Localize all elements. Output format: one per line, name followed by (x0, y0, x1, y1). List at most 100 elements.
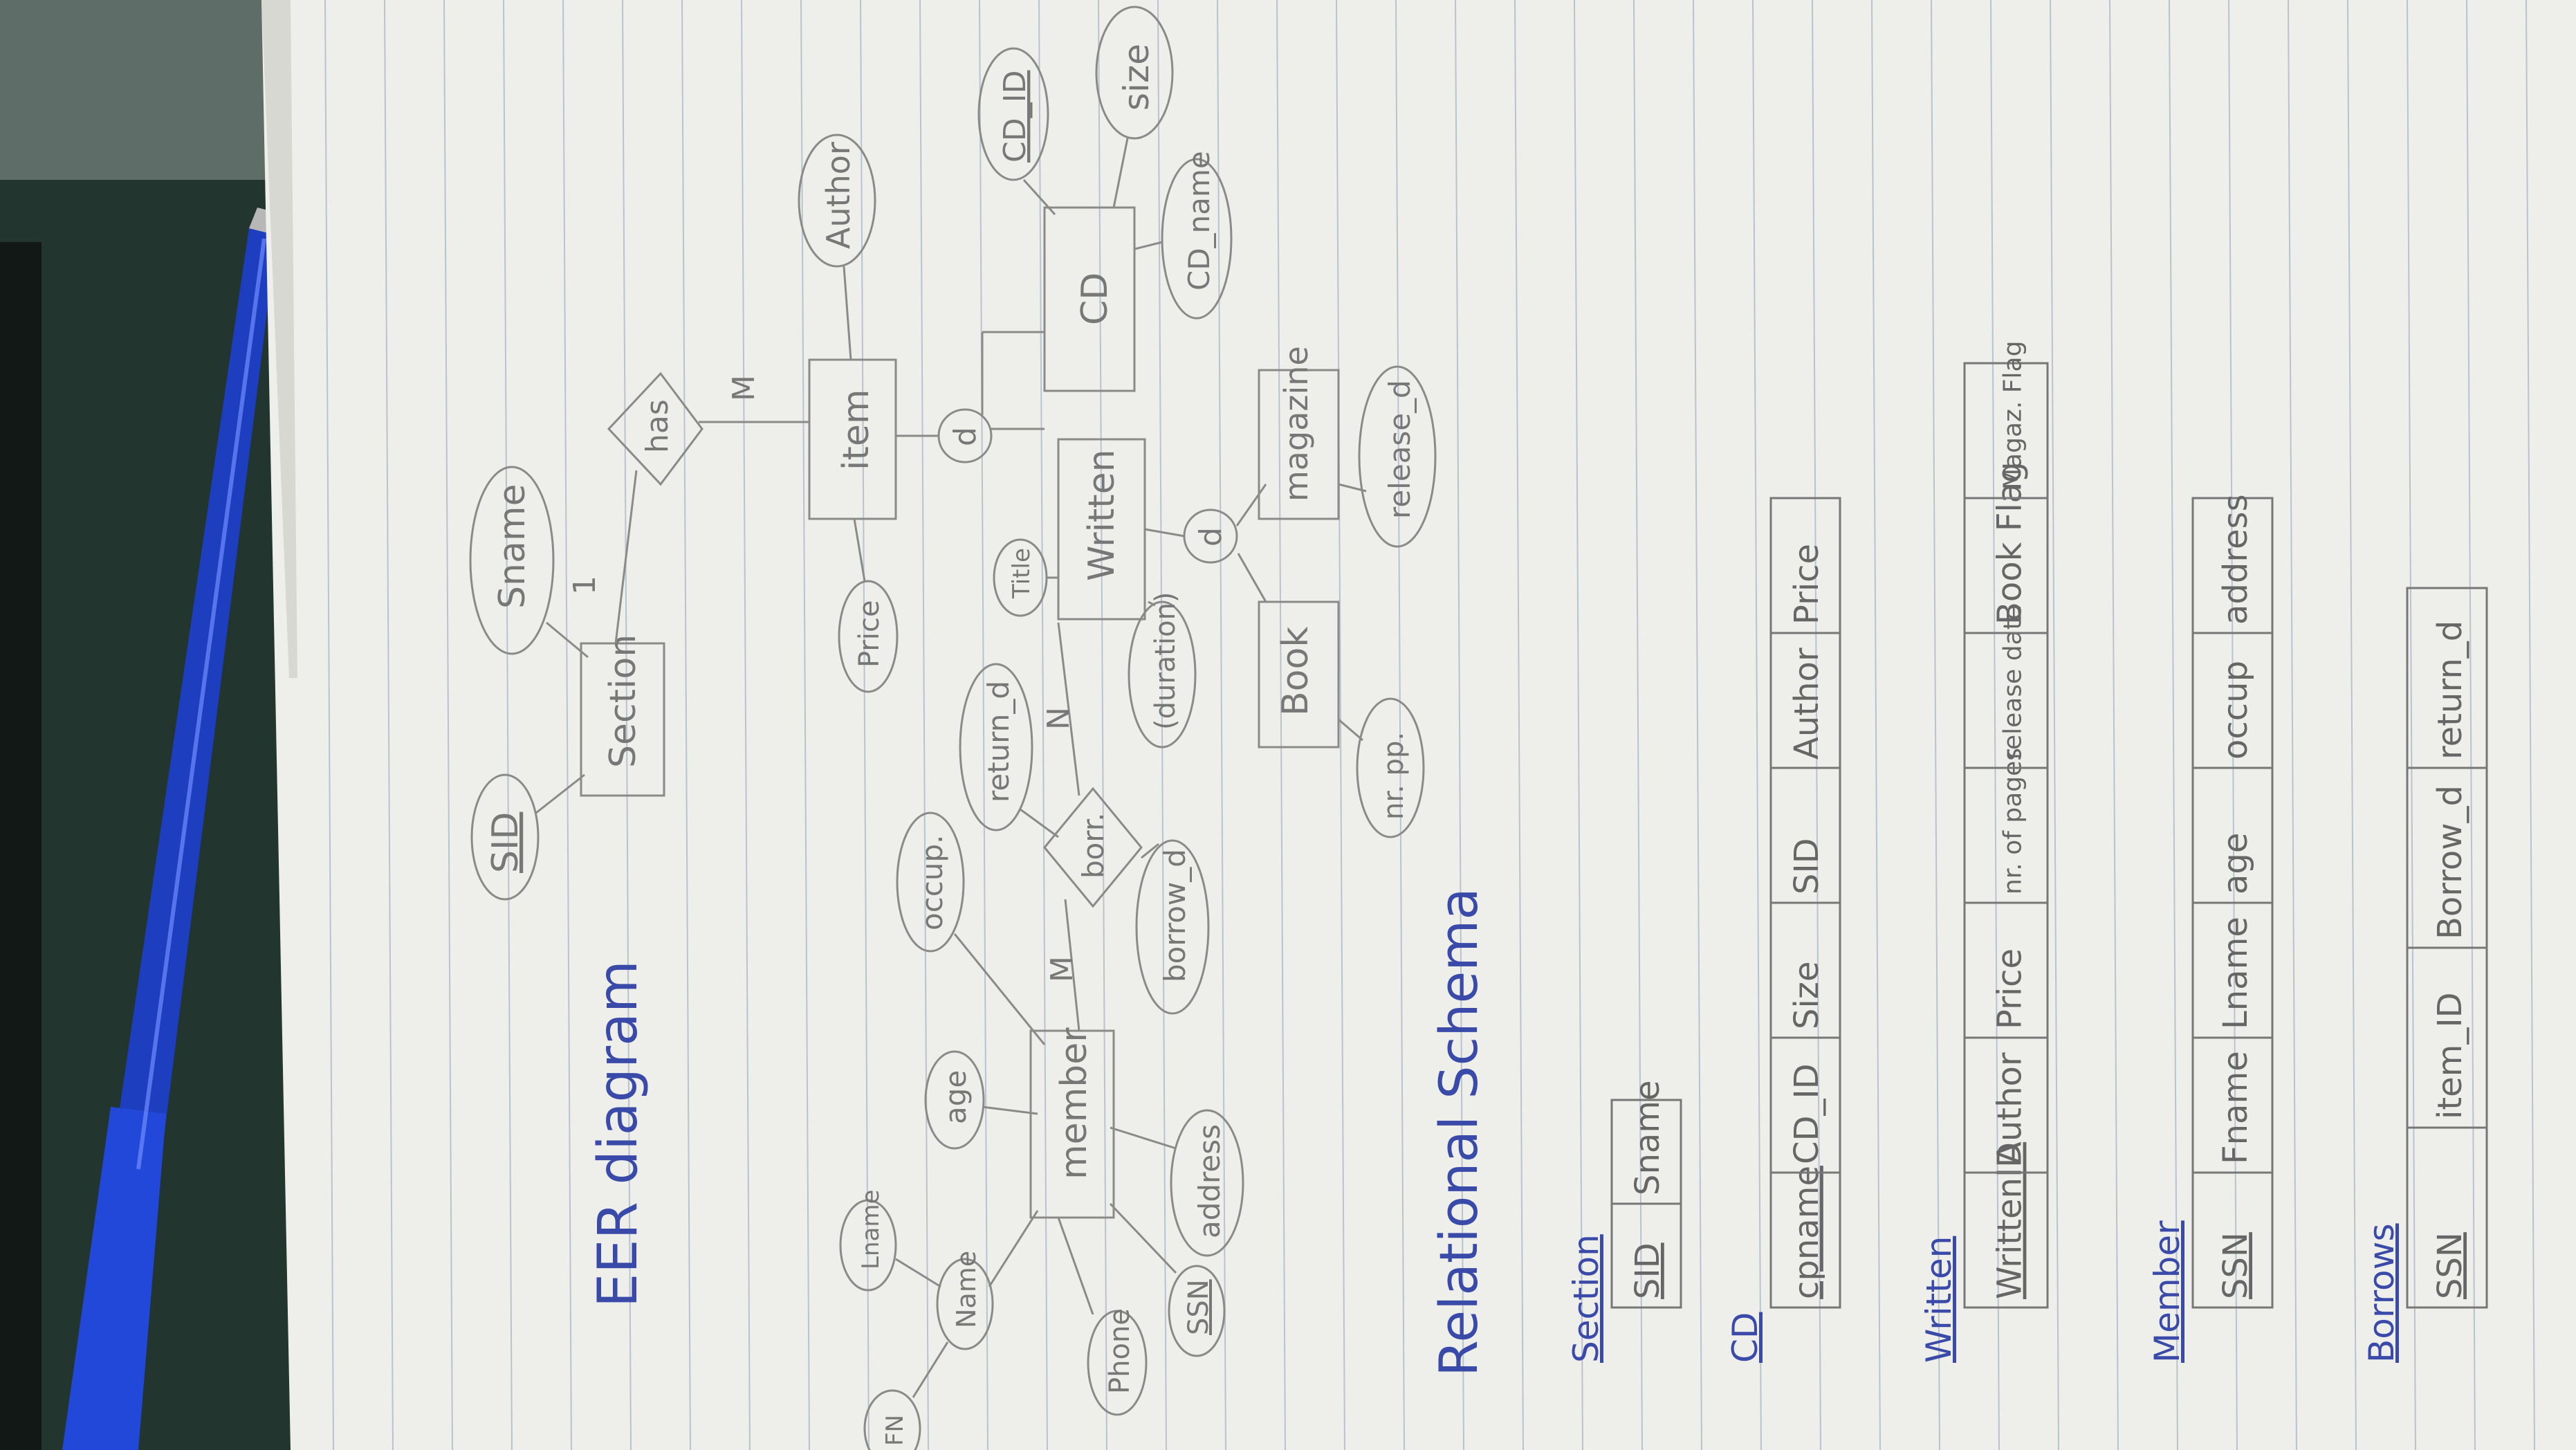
attr-sname-label: Sname (492, 484, 533, 609)
entity-written-label: Written (1081, 449, 1123, 581)
ruled-line (324, 0, 334, 1450)
disjoint-label-item: d (948, 427, 983, 446)
attr-address-label: address (1193, 1124, 1226, 1238)
schema-cell (1963, 362, 2049, 499)
attr-lname (839, 1199, 897, 1292)
attr-occup (896, 811, 965, 953)
attr-borrow-d (1135, 839, 1210, 1015)
attr-ssn (1168, 1265, 1226, 1357)
schema-column: Sname (1628, 1080, 1667, 1195)
eer-title: EER diagram (587, 960, 650, 1307)
attr-duration-label: (duration) (1150, 591, 1181, 730)
dark-strip (0, 242, 42, 1450)
schema-column: Price (1787, 544, 1826, 625)
attr-return-d (959, 663, 1033, 832)
blue-pen (62, 208, 277, 1450)
attr-age (924, 1050, 985, 1150)
schema-column: Size (1787, 961, 1826, 1029)
ruled-lines (324, 0, 2535, 1450)
ruled-line (1038, 0, 1048, 1450)
schema-column: release date (1999, 605, 2027, 760)
entity-member (1029, 1029, 1115, 1219)
ruled-line (681, 0, 691, 1450)
ruled-line (443, 0, 453, 1450)
schema-column: SSN (2431, 1232, 2469, 1299)
attr-nr-pages (1356, 697, 1425, 838)
attr-phone-label: Phone (1104, 1308, 1136, 1394)
schema-cell (1769, 497, 1841, 634)
ruled-line (622, 0, 632, 1450)
ruled-line (741, 0, 751, 1450)
ruled-line (919, 0, 929, 1450)
attr-price-label: Price (854, 600, 885, 668)
relationship-has (607, 371, 703, 486)
ruled-line (1574, 0, 1583, 1450)
entity-magazine-label: magazine (1278, 346, 1315, 502)
ruled-line (1455, 0, 1464, 1450)
entity-book (1258, 600, 1340, 749)
ruled-line (860, 0, 870, 1450)
schema-column: Author (1991, 1052, 2030, 1164)
ruled-line (2169, 0, 2178, 1450)
schema-column: item_ID (2431, 992, 2469, 1119)
schema-column: nr. of pages (1999, 748, 2027, 894)
attr-lname-label: Lname (857, 1190, 885, 1269)
schema-cell (1610, 1099, 1682, 1205)
ruled-line (2347, 0, 2357, 1450)
entity-section-label: Section (602, 634, 644, 768)
schema-title: Relational Schema (1428, 888, 1489, 1377)
schema-column: SSN (2216, 1232, 2255, 1299)
attr-occup-label: occup. (915, 834, 949, 930)
attr-cd-id (977, 47, 1049, 181)
schema-column: SID (1628, 1242, 1667, 1299)
schema-column: Author (1787, 648, 1826, 760)
attr-phone (1087, 1310, 1148, 1416)
entity-item-label: item (836, 389, 877, 470)
attr-size (1095, 6, 1174, 140)
schema-column: age (2216, 833, 2255, 894)
schema-table-name: Written (1919, 1236, 1959, 1363)
attr-address (1170, 1109, 1244, 1257)
schema-column: return_d (2431, 621, 2469, 760)
attr-release-d (1358, 365, 1437, 548)
eer-diagram: EER diagram Section SID Sname has 1 M it… (469, 6, 1437, 1450)
schema-column: Price (1991, 948, 2030, 1029)
entity-magazine (1258, 369, 1340, 520)
attr-title-label: Title (1008, 548, 1036, 599)
attr-sname (469, 466, 555, 655)
schema-column: address (2216, 494, 2255, 625)
attr-ssn-label: SSN (1183, 1279, 1215, 1335)
ruled-line (562, 0, 572, 1450)
entity-cd-label: CD (1074, 273, 1116, 325)
ruled-line (1633, 0, 1643, 1450)
ruled-line (2407, 0, 2416, 1450)
schema-column: occup (2216, 661, 2255, 760)
schema-cell (2191, 497, 2274, 634)
attr-return-d-label: return_d (982, 681, 1015, 802)
schema-cell (2406, 587, 2488, 769)
attr-author (798, 134, 876, 268)
card-borr-item: N (1041, 707, 1076, 730)
ruled-line (1990, 0, 2000, 1450)
ruled-line (1812, 0, 1821, 1450)
attr-duration (1128, 600, 1197, 749)
relationship-has-label: has (640, 399, 675, 453)
ruled-line (1336, 0, 1345, 1450)
attr-size-label: size (1116, 44, 1157, 111)
ruled-line (1217, 0, 1226, 1450)
schema-table-name: Member (2147, 1220, 2187, 1363)
attr-name-label: Name (951, 1251, 982, 1328)
entity-member-label: member (1054, 1027, 1095, 1180)
schema-column: Fname (2216, 1051, 2255, 1164)
schema-column: Borrow_d (2431, 785, 2469, 939)
entity-book-label: Book (1275, 627, 1316, 716)
card-has-item: M (726, 375, 762, 401)
schema-column: Magaz. Flag (1999, 341, 2027, 490)
ruled-line (1098, 0, 1107, 1450)
schema-table-name: CD (1725, 1312, 1765, 1363)
schema-column: cpname (1787, 1166, 1826, 1299)
attr-fn-label: FN (881, 1415, 909, 1446)
